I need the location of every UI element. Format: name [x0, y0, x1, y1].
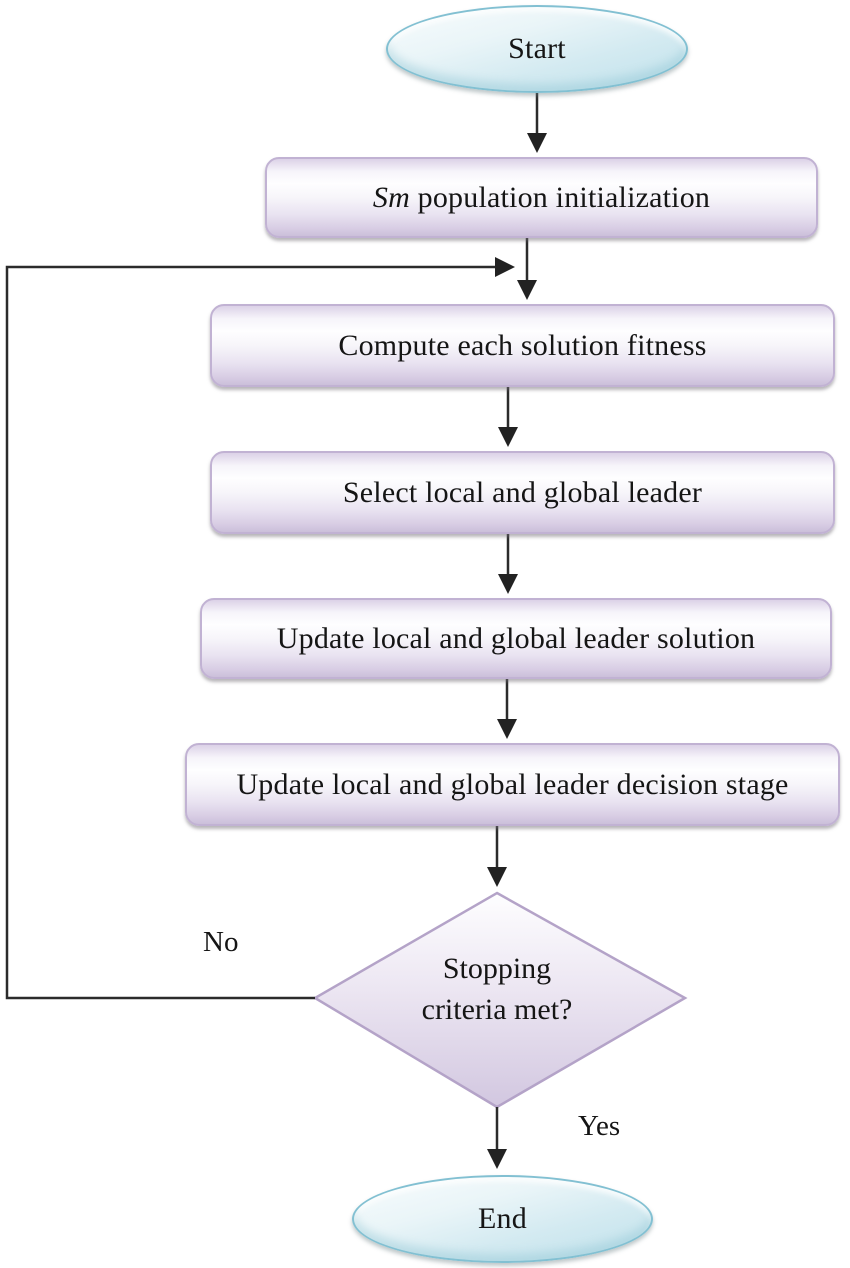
decision-label-line1: Stopping — [442, 952, 552, 985]
end-terminator: End — [352, 1175, 653, 1263]
update-decision-label: Update local and global leader decision … — [236, 767, 789, 801]
edge-label-no: No — [203, 926, 239, 958]
init-label: Sm population initialization — [373, 181, 710, 215]
process-select-leaders: Select local and global leader — [210, 451, 835, 534]
edge-label-yes: Yes — [578, 1110, 621, 1142]
select-label: Select local and global leader — [342, 475, 703, 509]
start-label: Start — [508, 32, 566, 65]
process-update-leader-solution: Update local and global leader solution — [200, 598, 832, 679]
arrow-decision-loop-no — [5, 257, 515, 1000]
decision-diamond-label: Stopping criteria met? — [367, 948, 627, 1030]
process-update-leader-decision-stage: Update local and global leader decision … — [185, 743, 840, 826]
process-compute-fitness: Compute each solution fitness — [210, 304, 835, 387]
start-terminator: Start — [386, 5, 688, 93]
init-label-rest: population initialization — [409, 180, 711, 214]
end-label: End — [478, 1202, 527, 1235]
init-label-italic-part: Sm — [372, 180, 410, 214]
decision-label-line2: criteria met? — [421, 993, 573, 1026]
update-solution-label: Update local and global leader solution — [276, 621, 756, 655]
compute-label: Compute each solution fitness — [338, 328, 707, 362]
process-population-initialization: Sm population initialization — [265, 157, 818, 238]
